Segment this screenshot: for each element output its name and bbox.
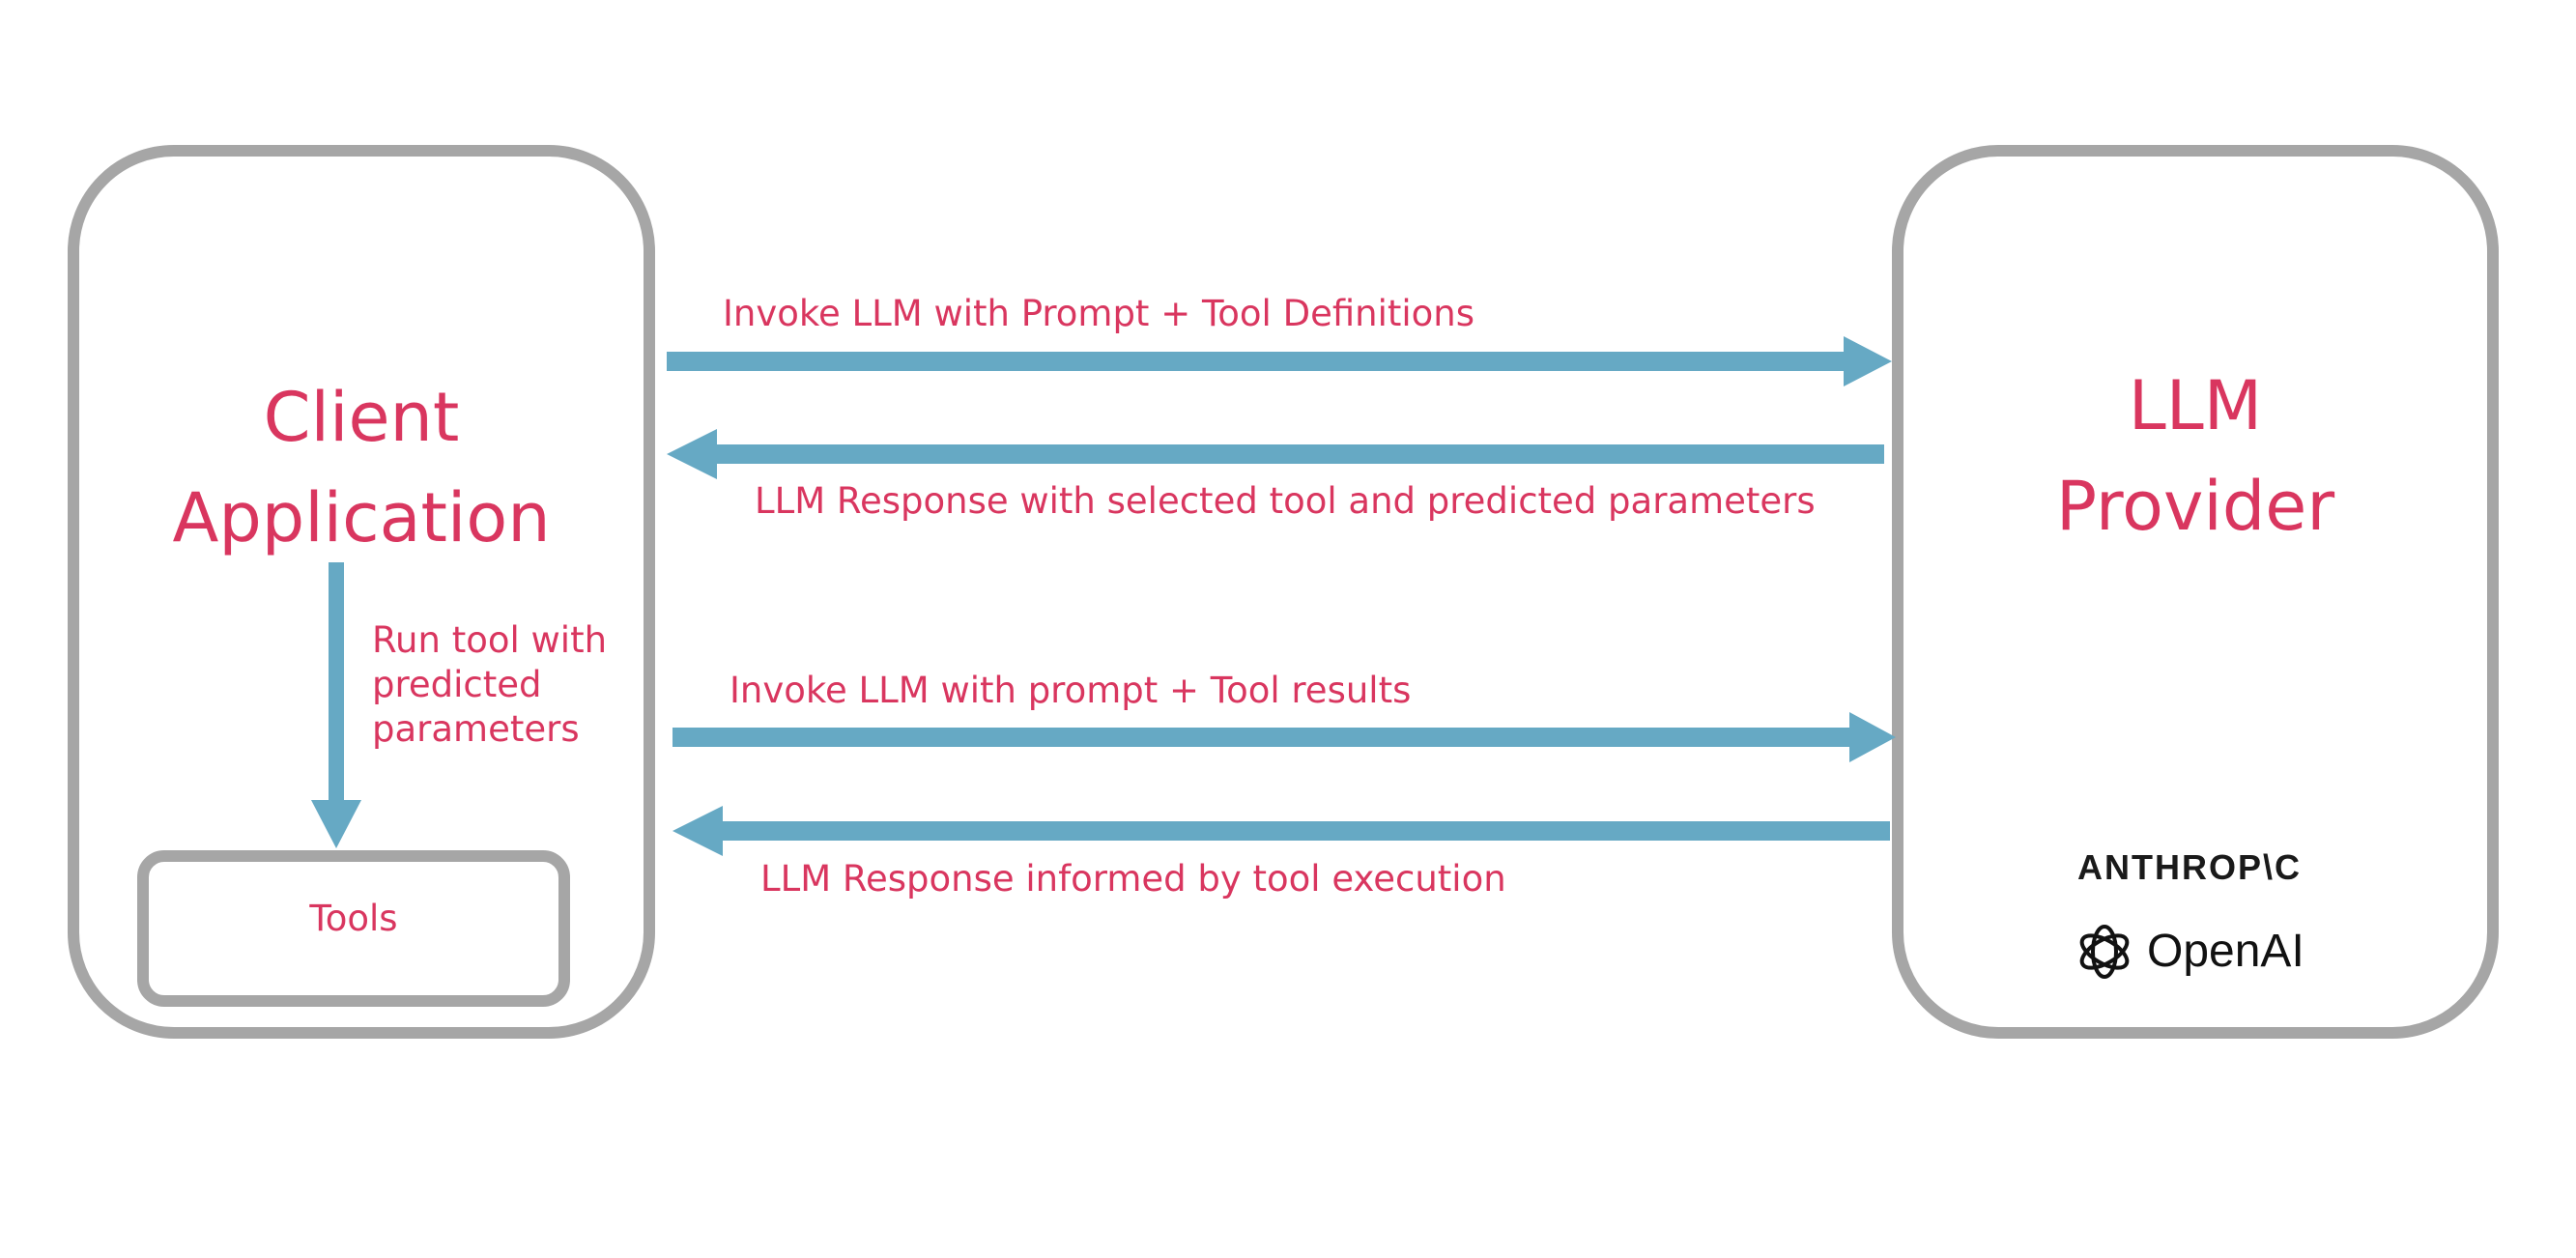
run-tool-line1: Run tool with	[372, 619, 608, 661]
provider-title-line1: LLM	[2128, 366, 2263, 445]
tools-box	[137, 850, 570, 1007]
llm-provider-box	[1892, 145, 2499, 1039]
anthropic-logo: ANTHROP\C	[2077, 847, 2302, 887]
label-invoke-results: Invoke LLM with prompt + Tool results	[730, 670, 1412, 711]
arrow-response-selected	[667, 429, 1884, 479]
openai-wordmark: OpenAI	[2147, 926, 2304, 977]
label-response-informed: LLM Response informed by tool execution	[760, 858, 1506, 900]
arrow-invoke-prompt	[667, 336, 1892, 386]
arrow-run-tool	[311, 562, 361, 848]
provider-title-line2: Provider	[2055, 467, 2335, 546]
arrow-response-informed	[673, 806, 1890, 856]
label-invoke-prompt: Invoke LLM with Prompt + Tool Definition…	[723, 293, 1475, 334]
client-title-line2: Application	[172, 478, 551, 558]
openai-logo: OpenAI	[2074, 918, 2304, 986]
openai-knot-icon	[2079, 925, 2130, 979]
run-tool-line3: parameters	[372, 708, 580, 750]
arrow-invoke-results	[673, 712, 1896, 762]
run-tool-line2: predicted	[372, 664, 542, 705]
tools-label: Tools	[309, 898, 398, 939]
label-response-selected: LLM Response with selected tool and pred…	[755, 480, 1816, 522]
client-title-line1: Client	[263, 378, 460, 457]
